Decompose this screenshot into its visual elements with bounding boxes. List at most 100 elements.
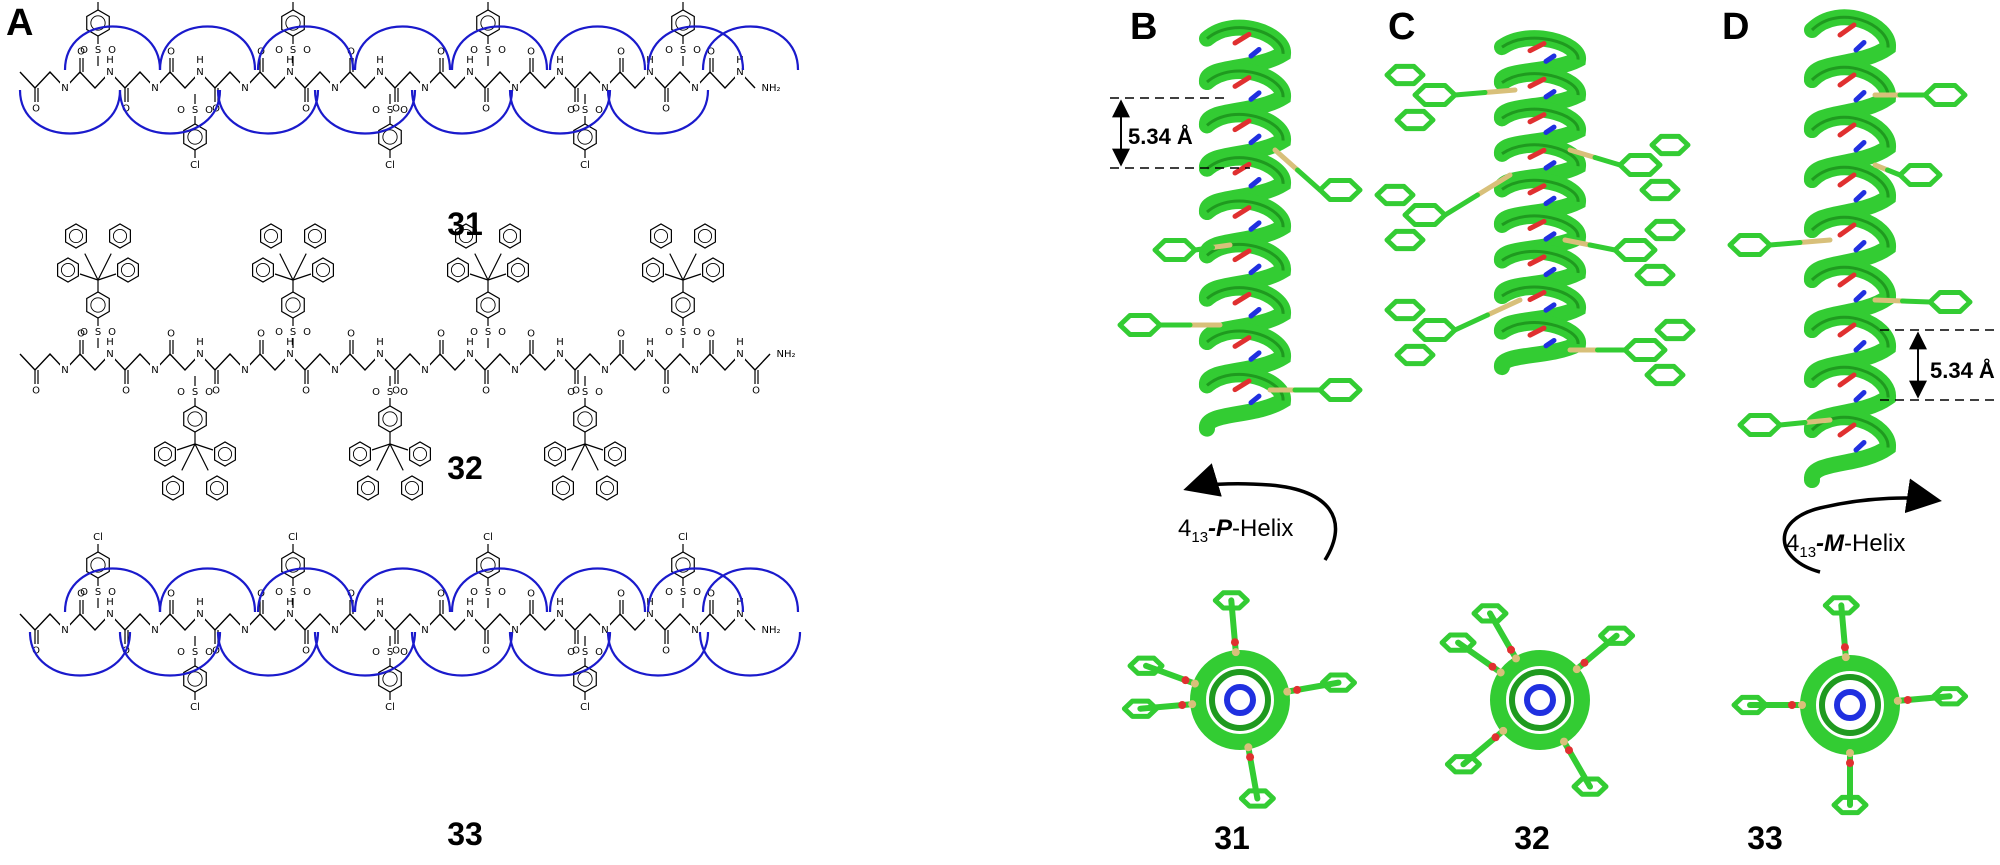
oxygen-atom-dot — [1488, 662, 1497, 671]
ring-outline — [162, 475, 184, 501]
sulfur-atom-dot — [1231, 648, 1240, 657]
oxygen-atom: O — [167, 329, 175, 340]
side-chain-ring — [1644, 363, 1686, 387]
nitrogen-stick — [1853, 290, 1867, 303]
hydrogen-atom: H — [556, 55, 564, 66]
sulfur-atom: S — [582, 647, 588, 658]
atom-bg — [375, 348, 385, 360]
side-chain-ring — [1571, 776, 1609, 797]
nitrogen-stick — [1248, 220, 1262, 232]
oxygen-atom: O — [205, 105, 213, 116]
ring-aromatic — [599, 480, 615, 496]
sulfur-stick — [1567, 147, 1598, 160]
benzene-ring — [154, 441, 176, 467]
side-chain-ring — [1639, 178, 1681, 202]
bond — [469, 273, 489, 281]
compound-label-c-32: 32 — [1514, 820, 1550, 856]
side-chain-ring — [1212, 590, 1250, 611]
nitrogen-atom: N — [241, 83, 248, 94]
chlorophenyl: Cl — [183, 665, 207, 713]
oxygen-atom: O — [303, 587, 311, 598]
h-bond-arc — [256, 567, 355, 613]
ring-aromatic — [187, 129, 203, 145]
oxygen-stick — [1232, 205, 1252, 219]
nitrogen-atom: N — [466, 609, 473, 620]
oxygen-atom: O — [470, 327, 478, 338]
ring-outline — [476, 551, 500, 579]
ring-aromatic — [705, 262, 721, 278]
benzene-ring — [86, 551, 110, 579]
oxygen-atom-dot — [1580, 658, 1589, 667]
nitrogen-atom: N — [106, 609, 113, 620]
side-chain-ring — [1622, 337, 1668, 363]
ring-outline — [671, 9, 695, 37]
oxygen-stick — [1232, 291, 1252, 306]
sulfur-atom: S — [680, 327, 686, 338]
benzene-ring — [642, 257, 664, 283]
tetraphenylethylene — [544, 405, 626, 501]
hydrogen-atom: H — [196, 337, 204, 348]
oxygen-atom-dot — [1491, 733, 1500, 742]
hydrogen-atom: H — [106, 337, 114, 348]
bond — [669, 253, 684, 281]
helix-31-side-view — [1117, 19, 1363, 437]
h-bond-arc — [646, 567, 745, 613]
benzene-ring — [604, 441, 626, 467]
h-bond-arc — [118, 631, 222, 677]
oxygen-atom: O — [302, 103, 310, 114]
side-chain-ring — [1384, 298, 1426, 322]
oxygen-atom: O — [303, 327, 311, 338]
benzene-ring — [304, 223, 326, 249]
ring-aromatic — [187, 671, 203, 687]
nitrogen-stick — [1543, 124, 1557, 135]
side-chain-ring — [1444, 754, 1482, 775]
oxygen-atom: O — [122, 103, 130, 114]
nitrogen-atom: N — [736, 67, 743, 78]
ring-outline — [401, 475, 423, 501]
oxygen-atom: O — [482, 385, 490, 396]
peptoid-backbone: ONONHONONHONONHONONHONONHONONHONONHONONH… — [19, 589, 781, 656]
oxygen-stick — [1837, 372, 1857, 388]
oxygen-atom: O — [80, 327, 88, 338]
sulfur-atom-dot — [1188, 700, 1197, 709]
atom-bg — [735, 66, 745, 78]
oxygen-atom: O — [665, 327, 673, 338]
nitrogen-atom: N — [646, 349, 653, 360]
sulfur-atom-dot — [1244, 743, 1253, 752]
sulfur-stick — [1872, 297, 1905, 304]
atom-bg — [240, 82, 250, 94]
atom-bg — [555, 348, 565, 360]
nitrogen-atom: N — [601, 83, 608, 94]
oxygen-atom-dot — [1178, 701, 1187, 710]
side-chain-ring — [1598, 625, 1636, 646]
atom-bg — [645, 608, 655, 620]
sulfur-atom-dot — [1190, 679, 1199, 688]
helix-ribbon-edge — [1206, 199, 1285, 228]
oxygen-atom: O — [77, 589, 85, 600]
h-bond-arc — [508, 631, 612, 677]
sulfur-atom: S — [192, 105, 198, 116]
side-chain-ring — [1727, 232, 1773, 258]
h-bond-arc — [158, 25, 257, 71]
annotations — [1110, 97, 1995, 574]
ring-outline — [57, 257, 79, 283]
helix-ribbon-edge — [1810, 215, 1890, 248]
ring-aromatic — [404, 480, 420, 496]
ring-aromatic — [697, 228, 713, 244]
atom-bg — [195, 348, 205, 360]
nitrogen-atom: N — [511, 365, 518, 376]
atom-bg — [600, 82, 610, 94]
tetraphenylethylene — [57, 223, 139, 319]
helix-ring-inner — [1819, 674, 1881, 736]
ring-aromatic — [112, 228, 128, 244]
ring-aromatic — [607, 446, 623, 462]
helix-ribbon-edge — [1206, 372, 1285, 401]
oxygen-atom: O — [205, 387, 213, 398]
ring-outline — [604, 441, 626, 467]
nitrogen-atom: N — [466, 349, 473, 360]
chlorine-atom: Cl — [190, 160, 200, 171]
